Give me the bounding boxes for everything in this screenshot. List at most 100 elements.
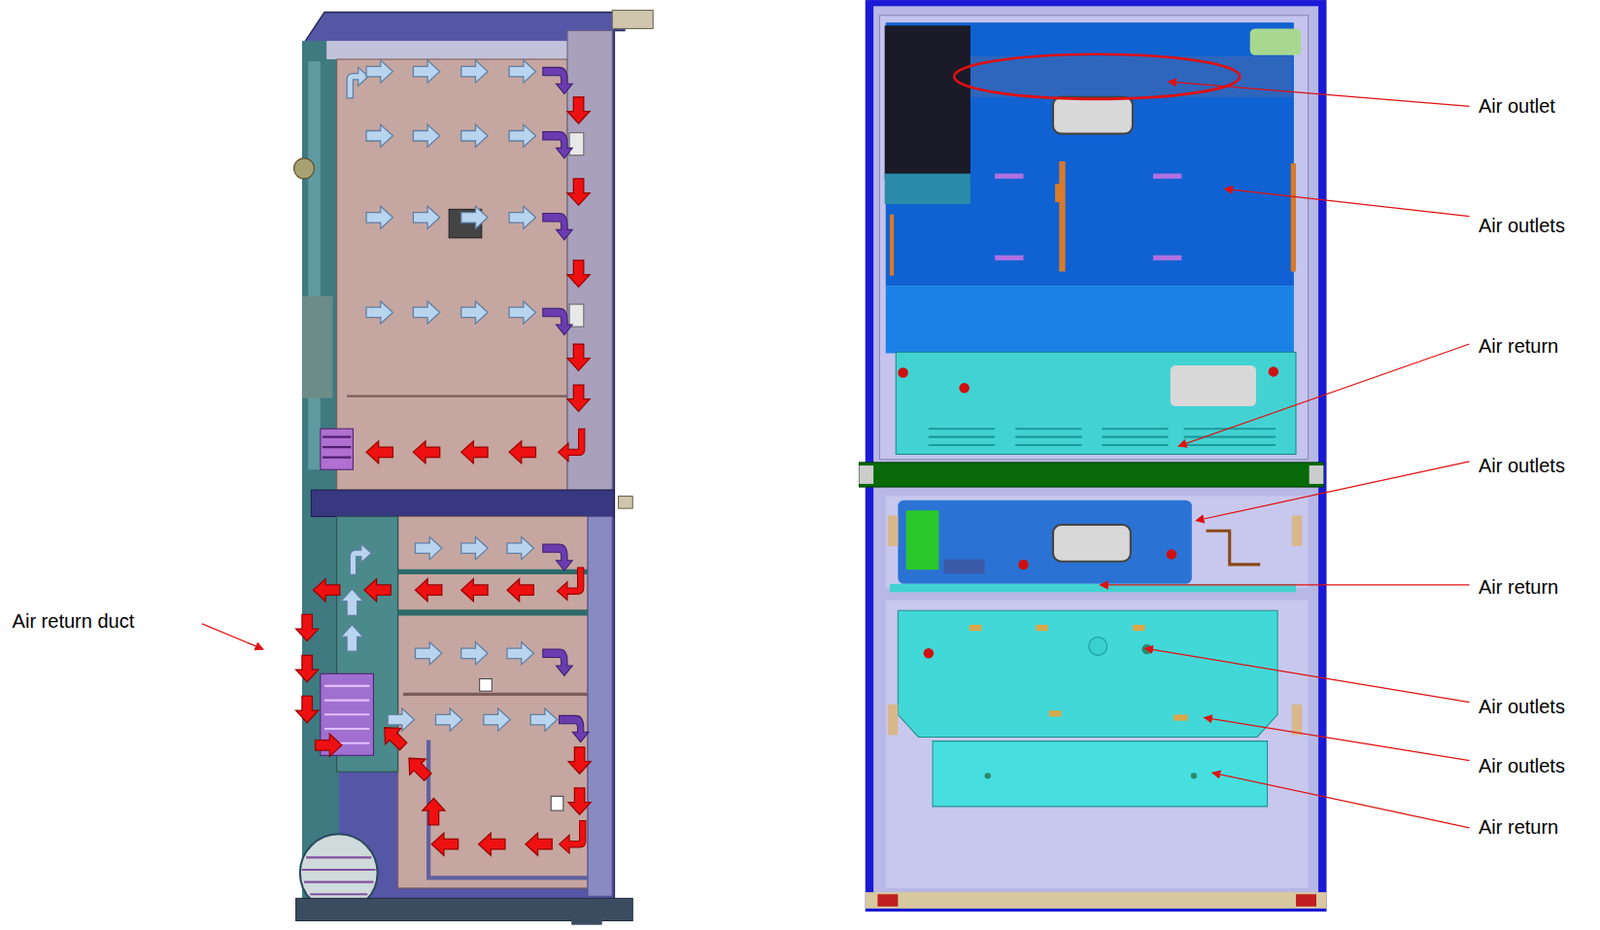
front-view-part [928,428,1276,445]
front-view-part [994,255,1023,261]
callout-label: Air outlets [1478,754,1566,778]
leader-lines-part [1168,81,1470,106]
front-view-part [1173,714,1189,720]
front-view-part [1295,893,1317,907]
section-view-part [324,685,370,744]
front-view-part [885,285,1294,353]
callout-label: Air outlets [1478,454,1566,477]
airflow-arrows-part [296,695,319,722]
airflow-arrows-part [412,441,440,464]
front-view-part [897,500,1192,584]
airflow-arrows-part [366,205,393,229]
section-view-part [302,296,334,399]
airflow-arrows-part [509,205,536,229]
airflow-arrows-part [509,124,536,147]
airflow-arrows-part [509,441,536,464]
front-view-part [873,5,1319,904]
airflow-arrows-part [567,343,590,371]
section-view-part [310,489,614,516]
section-view-part [550,795,564,811]
front-view-part [895,351,1296,454]
section-view-part [569,304,584,327]
airflow-arrows-part [461,60,488,83]
airflow-arrows-part [543,307,573,335]
section-view-part [346,395,568,398]
section-view-part [302,856,376,894]
airflow-arrows [296,60,592,855]
airflow-arrows-part [296,613,319,641]
front-view-part [1268,366,1280,377]
callout-label: Air outlet [1478,95,1556,118]
airflow-arrows-part [525,832,552,855]
front-view [858,0,1327,912]
front-view-part [1153,255,1182,261]
front-view-part [1206,530,1261,565]
front-view-part [858,465,874,484]
section-view-part [571,910,603,925]
front-view-part [1058,161,1065,272]
front-view-part [994,173,1023,179]
section-view-part [398,516,588,888]
airflow-arrows-part [315,733,342,756]
callout-label: Air return [1478,816,1559,839]
section-view-part [326,40,572,60]
front-view-part [1309,465,1325,484]
leader-lines-part [1145,647,1470,703]
front-view-part [1191,772,1197,779]
airflow-arrows-part [461,124,488,147]
front-view-part [1053,97,1133,135]
front-view-part [1018,559,1029,571]
front-view-part [897,367,909,378]
airflow-arrows-part [543,648,573,676]
airflow-arrows-part [483,708,511,731]
front-view-part [858,462,1324,487]
airflow-arrows-part [296,654,319,681]
airflow-arrows-part [349,544,372,576]
front-view-part [923,647,935,659]
airflow-arrows-part [461,205,488,229]
airflow-arrows-part [366,124,393,147]
front-view-part [953,54,1240,100]
section-view-part [569,133,584,156]
leader-lines-part [1178,343,1469,446]
front-view-part [944,559,986,575]
callout-label: Air outlets [1478,695,1566,718]
front-view-part [958,382,970,394]
front-view-part [887,514,899,546]
leader-lines-part [1212,772,1470,828]
airflow-arrows-part [557,567,584,601]
airflow-arrows-part [415,537,443,560]
front-view-part [1153,173,1182,179]
airflow-arrows-part [509,301,536,324]
front-view-part [885,25,971,179]
front-view-part [885,600,1309,888]
front-view-part [1170,365,1257,407]
airflow-arrows-part [559,820,586,854]
airflow-arrows-part [436,708,463,731]
airflow-arrows-part [376,719,412,755]
callout-label: Air return duct [12,610,136,633]
airflow-arrows-part [507,578,534,602]
front-view-part [1292,514,1303,546]
front-view-part [887,704,899,736]
airflow-arrows-part [415,642,443,665]
front-view-part [969,624,983,631]
airflow-arrows-part [422,797,445,824]
airflow-arrows-part [364,578,391,602]
section-view-part [428,740,588,879]
front-view-part [1292,704,1303,736]
airflow-arrows-part [366,301,393,324]
front-view-part [897,610,1278,737]
callout-label: Air return [1478,335,1559,358]
airflow-arrows-part [366,60,393,83]
front-view-part [1291,163,1296,272]
front-view-part [969,56,1293,98]
callout-label: Air return [1478,576,1559,599]
airflow-arrows-part [567,178,590,205]
front-view-part [879,15,1308,460]
airflow-arrows-part [543,544,573,571]
front-view-part [1166,548,1178,560]
airflow-arrows-part [543,67,573,94]
section-view-part [587,516,613,897]
